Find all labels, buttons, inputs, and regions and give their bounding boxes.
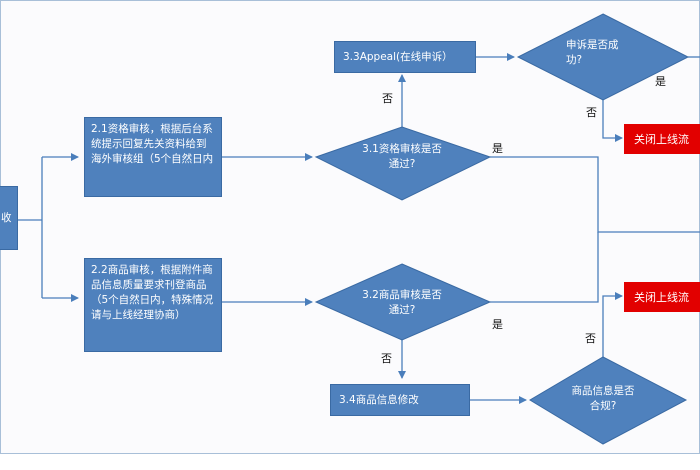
label-goods-yes: 是 xyxy=(492,318,503,331)
close-process-top-label: 关闭上线流 xyxy=(634,133,689,146)
appeal-box: 3.3Appeal(在线申诉） xyxy=(334,41,476,73)
appeal-label: 3.3Appeal(在线申诉） xyxy=(343,50,453,63)
qual-review-label: 2.1资格审核，根据后台系统提示回复先关资料给到海外审核组（5个自然日内 xyxy=(91,123,214,165)
label-appeal-yes: 是 xyxy=(655,75,666,88)
label-qual-yes: 是 xyxy=(492,142,503,155)
decision-goods-pass-label: 3.2商品审核是否通过? xyxy=(362,289,442,316)
decision-appeal-success-label: 申诉是否成功? xyxy=(566,39,619,66)
connector-appeal-no xyxy=(602,100,623,142)
close-process-bottom-label: 关闭上线流 xyxy=(634,291,689,304)
goods-review-label: 2.2商品审核，根据附件商品信息质量要求刊登商品（5个自然日内，特殊情况请与上线… xyxy=(91,264,214,321)
close-process-bottom: 关闭上线流 xyxy=(624,282,700,312)
decision-qual-pass-shape xyxy=(314,126,492,201)
qual-review-box: 2.1资格审核，根据后台系统提示回复先关资料给到海外审核组（5个自然日内 xyxy=(84,117,222,197)
goods-modify-box: 3.4商品信息修改 xyxy=(330,384,470,416)
start-box-label: 收 xyxy=(1,211,12,224)
label-qual-no: 否 xyxy=(382,92,393,105)
start-box: 收 xyxy=(0,186,18,250)
connector-compliant-no xyxy=(602,292,623,358)
connector-goods-yes xyxy=(490,232,599,303)
decision-goods-compliant-label: 商品信息是否合规? xyxy=(571,385,635,412)
connector-qual-yes xyxy=(490,156,700,233)
label-goods-no: 否 xyxy=(381,352,392,365)
goods-modify-label: 3.4商品信息修改 xyxy=(339,393,419,406)
goods-review-box: 2.2商品审核，根据附件商品信息质量要求刊登商品（5个自然日内，特殊情况请与上线… xyxy=(84,258,222,352)
decision-goods-pass-shape xyxy=(314,263,492,341)
close-process-top: 关闭上线流 xyxy=(624,124,700,154)
decision-qual-pass-label: 3.1资格审核是否通过? xyxy=(362,143,442,170)
decision-appeal-success-shape xyxy=(516,13,690,101)
decision-goods-compliant-shape xyxy=(529,356,688,445)
label-compliant-no: 否 xyxy=(585,332,596,345)
label-appeal-no: 否 xyxy=(586,106,597,119)
